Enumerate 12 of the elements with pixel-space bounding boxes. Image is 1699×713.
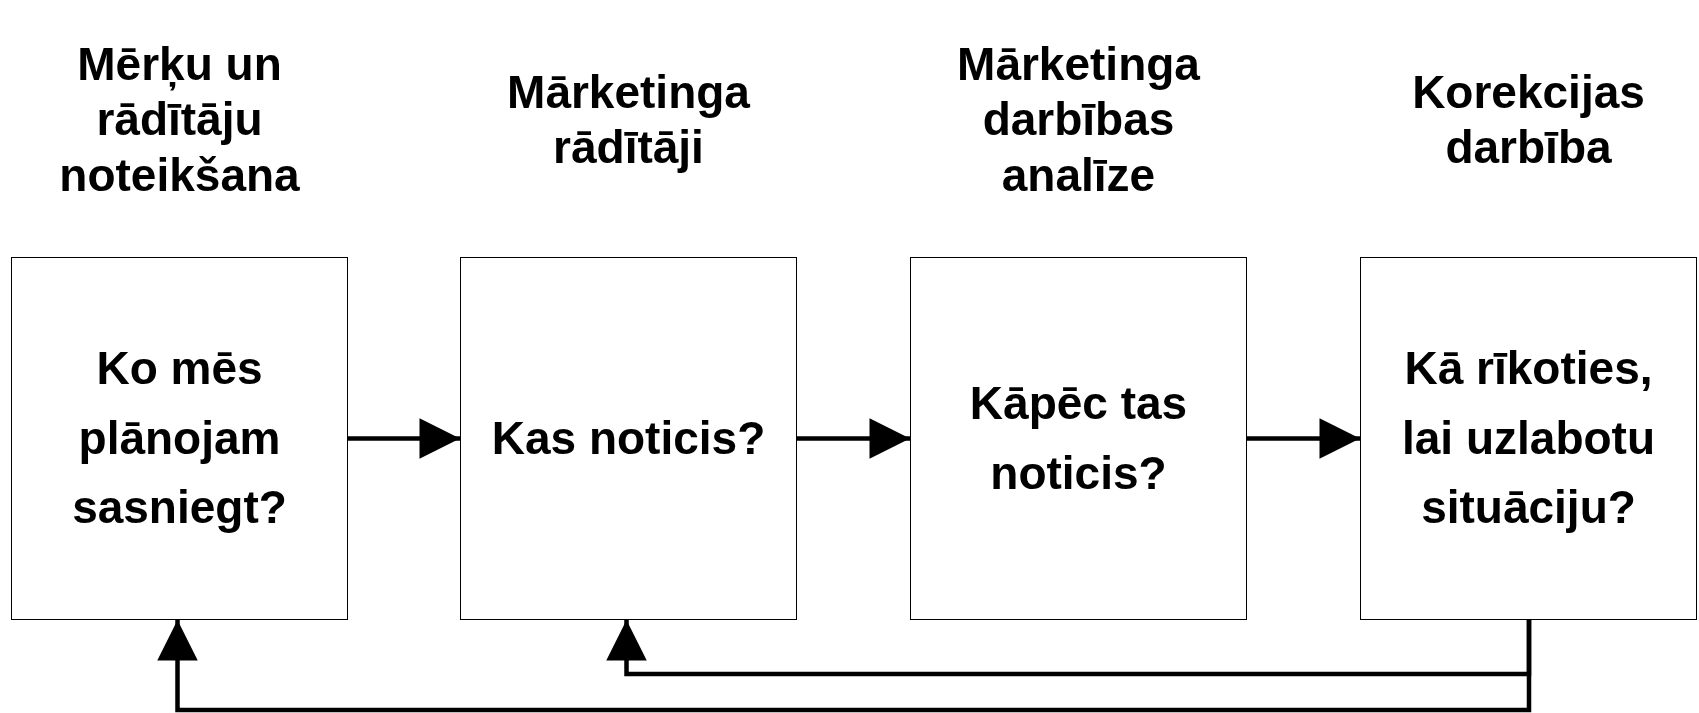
arrow bbox=[348, 418, 460, 459]
arrow bbox=[797, 418, 910, 459]
step-heading: Mārketinga darbības analīze bbox=[956, 37, 1201, 203]
arrow bbox=[1247, 418, 1360, 459]
step-heading: Mārketinga rādītāji bbox=[506, 64, 751, 175]
question-text: Kāpēc tas noticis? bbox=[968, 375, 1189, 501]
step-heading: Mērķu un rādītāju noteikšana bbox=[58, 37, 301, 203]
question-text: Kas noticis? bbox=[490, 410, 767, 466]
step-heading: Korekcijas darbība bbox=[1411, 64, 1646, 175]
question-text: Kā rīkoties, lai uzlabotu situāciju? bbox=[1401, 340, 1656, 536]
arrow bbox=[157, 620, 1532, 713]
question-text: Ko mēs plānojam sasniegt? bbox=[71, 340, 288, 536]
